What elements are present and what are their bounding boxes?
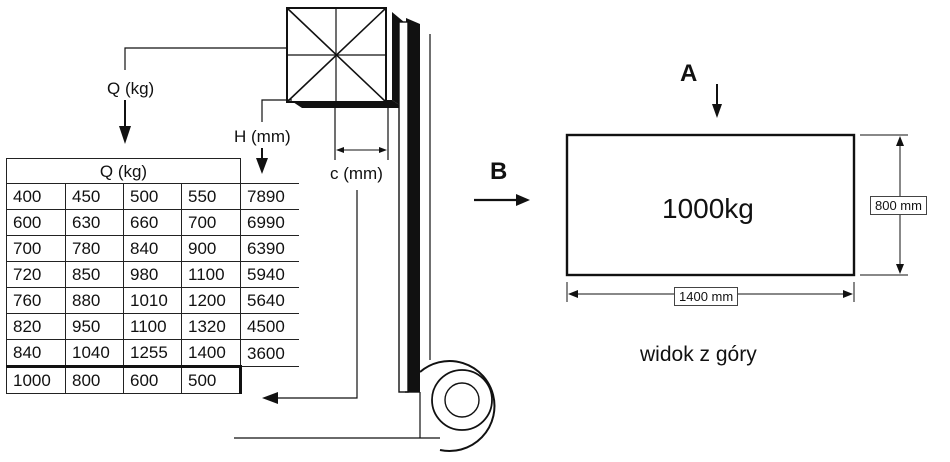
q-cell: 630 <box>65 209 124 236</box>
c-cell: 500 <box>181 365 242 394</box>
c-row-blank <box>241 367 300 394</box>
table-header: Q (kg) <box>6 158 241 184</box>
q-cell: 950 <box>65 313 124 340</box>
view-a-arrow <box>712 84 722 118</box>
q-cell: 550 <box>181 183 241 210</box>
h-cell: 3600 <box>240 339 299 367</box>
fork-carriage <box>334 108 389 160</box>
h-cell: 5940 <box>240 261 299 288</box>
q-cell: 980 <box>123 261 182 288</box>
q-label: Q (kg) <box>107 79 155 98</box>
q-cell: 400 <box>6 183 66 210</box>
q-cell: 1100 <box>181 261 241 288</box>
h-cell: 6990 <box>240 209 299 236</box>
q-cell: 780 <box>65 235 124 262</box>
q-cell: 880 <box>65 287 124 314</box>
q-cell: 1255 <box>123 339 182 367</box>
q-cell: 900 <box>181 235 241 262</box>
load-top-view <box>565 133 856 277</box>
c-cell: 1000 <box>6 365 66 394</box>
q-cell: 1040 <box>65 339 124 367</box>
q-cell: 1010 <box>123 287 182 314</box>
dimension-width-label: 1400 mm <box>674 287 739 306</box>
q-cell: 840 <box>123 235 182 262</box>
q-cell: 1400 <box>181 339 241 367</box>
view-b-label: B <box>490 158 508 185</box>
q-cell: 1100 <box>123 313 182 340</box>
view-b-arrow <box>474 194 530 206</box>
q-cell: 760 <box>6 287 66 314</box>
load-mass-label: 1000kg <box>662 193 754 224</box>
caption: widok z góry <box>640 343 757 366</box>
q-cell: 700 <box>6 235 66 262</box>
c-label: c (mm) <box>330 164 383 183</box>
view-a-label: A <box>680 60 698 87</box>
dimension-height-label: 800 mm <box>870 196 927 215</box>
q-cell: 1200 <box>181 287 241 314</box>
load-crate <box>286 7 404 108</box>
h-cell: 7890 <box>240 183 299 210</box>
q-cell: 700 <box>181 209 241 236</box>
h-cell: 5640 <box>240 287 299 314</box>
forklift-mast <box>398 18 431 393</box>
q-cell: 840 <box>6 339 66 367</box>
q-cell: 450 <box>65 183 124 210</box>
q-cell: 660 <box>123 209 182 236</box>
q-cell: 820 <box>6 313 66 340</box>
table-header-blank <box>240 158 299 184</box>
h-cell: 6390 <box>240 235 299 262</box>
q-arrow <box>119 47 287 144</box>
q-cell: 1320 <box>181 313 241 340</box>
h-cell: 4500 <box>240 313 299 340</box>
h-label: H (mm) <box>234 127 291 146</box>
forklift-wheel <box>234 360 496 452</box>
q-cell: 500 <box>123 183 182 210</box>
q-cell: 720 <box>6 261 66 288</box>
q-cell: 600 <box>6 209 66 236</box>
c-cell: 600 <box>123 365 182 394</box>
q-cell: 850 <box>65 261 124 288</box>
c-cell: 800 <box>65 365 124 394</box>
c-arrow <box>262 190 358 404</box>
table-header-row: Q (kg) <box>6 158 299 184</box>
